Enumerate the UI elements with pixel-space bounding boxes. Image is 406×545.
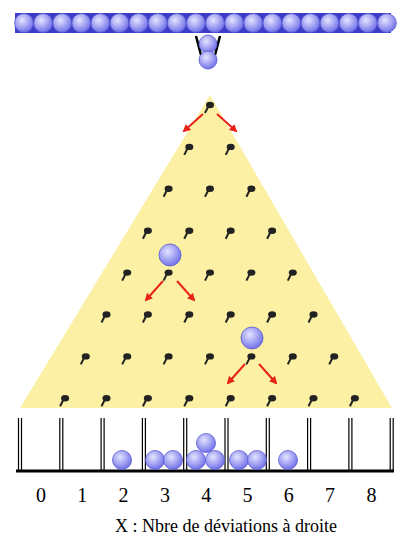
peg bbox=[185, 395, 193, 401]
ball bbox=[358, 14, 377, 33]
bin-wall bbox=[307, 418, 308, 470]
bin-wall bbox=[269, 418, 270, 470]
peg bbox=[268, 395, 276, 401]
bin-wall bbox=[393, 418, 394, 470]
peg bbox=[144, 395, 152, 401]
ball bbox=[378, 14, 397, 33]
peg bbox=[206, 102, 214, 108]
ball bbox=[339, 14, 358, 33]
ball bbox=[206, 14, 225, 33]
bin-wall bbox=[142, 418, 143, 470]
deflection-arrows bbox=[146, 114, 276, 383]
peg bbox=[227, 311, 235, 317]
ball bbox=[34, 14, 53, 33]
ball bbox=[187, 14, 206, 33]
peg bbox=[206, 186, 214, 192]
peg bbox=[185, 144, 193, 150]
ball bbox=[320, 14, 339, 33]
peg bbox=[289, 353, 297, 359]
board-triangle bbox=[20, 95, 392, 408]
reservoir-balls bbox=[15, 14, 397, 33]
ball bbox=[301, 14, 320, 33]
ball-reservoir bbox=[15, 13, 391, 33]
ball bbox=[263, 14, 282, 33]
ball bbox=[167, 14, 186, 33]
bin-wall bbox=[351, 418, 352, 470]
peg bbox=[310, 395, 318, 401]
bin-number: 4 bbox=[201, 485, 211, 505]
ball bbox=[159, 244, 181, 266]
bin-wall bbox=[18, 418, 19, 470]
peg bbox=[165, 353, 173, 359]
peg bbox=[227, 228, 235, 234]
peg bbox=[123, 269, 131, 275]
peg bbox=[185, 311, 193, 317]
peg bbox=[247, 186, 255, 192]
peg bbox=[206, 269, 214, 275]
peg bbox=[61, 395, 69, 401]
peg bbox=[247, 269, 255, 275]
peg bbox=[310, 311, 318, 317]
ball bbox=[199, 35, 217, 53]
peg bbox=[165, 186, 173, 192]
bin-wall bbox=[183, 418, 184, 470]
ball bbox=[91, 14, 110, 33]
bin-wall bbox=[227, 418, 228, 470]
bin-number: 3 bbox=[160, 485, 170, 505]
peg bbox=[268, 228, 276, 234]
pegs bbox=[60, 102, 359, 407]
bin-wall bbox=[390, 418, 391, 470]
bin-number: 5 bbox=[243, 485, 253, 505]
ball bbox=[110, 14, 129, 33]
peg bbox=[123, 353, 131, 359]
peg bbox=[82, 353, 90, 359]
ball bbox=[225, 14, 244, 33]
ball bbox=[72, 14, 91, 33]
bin-number: 6 bbox=[284, 485, 294, 505]
bin-wall bbox=[62, 418, 63, 470]
ball bbox=[148, 14, 167, 33]
peg bbox=[144, 311, 152, 317]
bins bbox=[19, 418, 394, 470]
floor bbox=[16, 470, 394, 473]
peg bbox=[185, 228, 193, 234]
ball bbox=[15, 14, 34, 33]
ball bbox=[282, 14, 301, 33]
peg bbox=[206, 353, 214, 359]
collected-balls bbox=[113, 434, 298, 470]
bin-number: 7 bbox=[325, 485, 335, 505]
peg bbox=[165, 269, 173, 275]
bin-wall bbox=[348, 418, 349, 470]
peg bbox=[227, 144, 235, 150]
bin-wall bbox=[21, 418, 22, 470]
bin-wall bbox=[103, 418, 104, 470]
bin-wall bbox=[59, 418, 60, 470]
bin-wall bbox=[100, 418, 101, 470]
peg bbox=[144, 228, 152, 234]
ball bbox=[244, 14, 263, 33]
peg bbox=[103, 395, 111, 401]
bin-number: 0 bbox=[36, 485, 46, 505]
peg bbox=[247, 353, 255, 359]
bin-number: 2 bbox=[119, 485, 129, 505]
peg bbox=[227, 395, 235, 401]
bin-number: 1 bbox=[77, 485, 87, 505]
bin-wall bbox=[310, 418, 311, 470]
bin-number: 8 bbox=[366, 485, 376, 505]
peg bbox=[289, 269, 297, 275]
peg bbox=[351, 395, 359, 401]
peg bbox=[268, 311, 276, 317]
ball bbox=[241, 327, 263, 349]
ball bbox=[129, 14, 148, 33]
peg bbox=[330, 353, 338, 359]
peg bbox=[103, 311, 111, 317]
ball bbox=[53, 14, 72, 33]
axis-caption: X : Nbre de déviations à droite bbox=[115, 517, 337, 535]
ball bbox=[199, 51, 217, 69]
